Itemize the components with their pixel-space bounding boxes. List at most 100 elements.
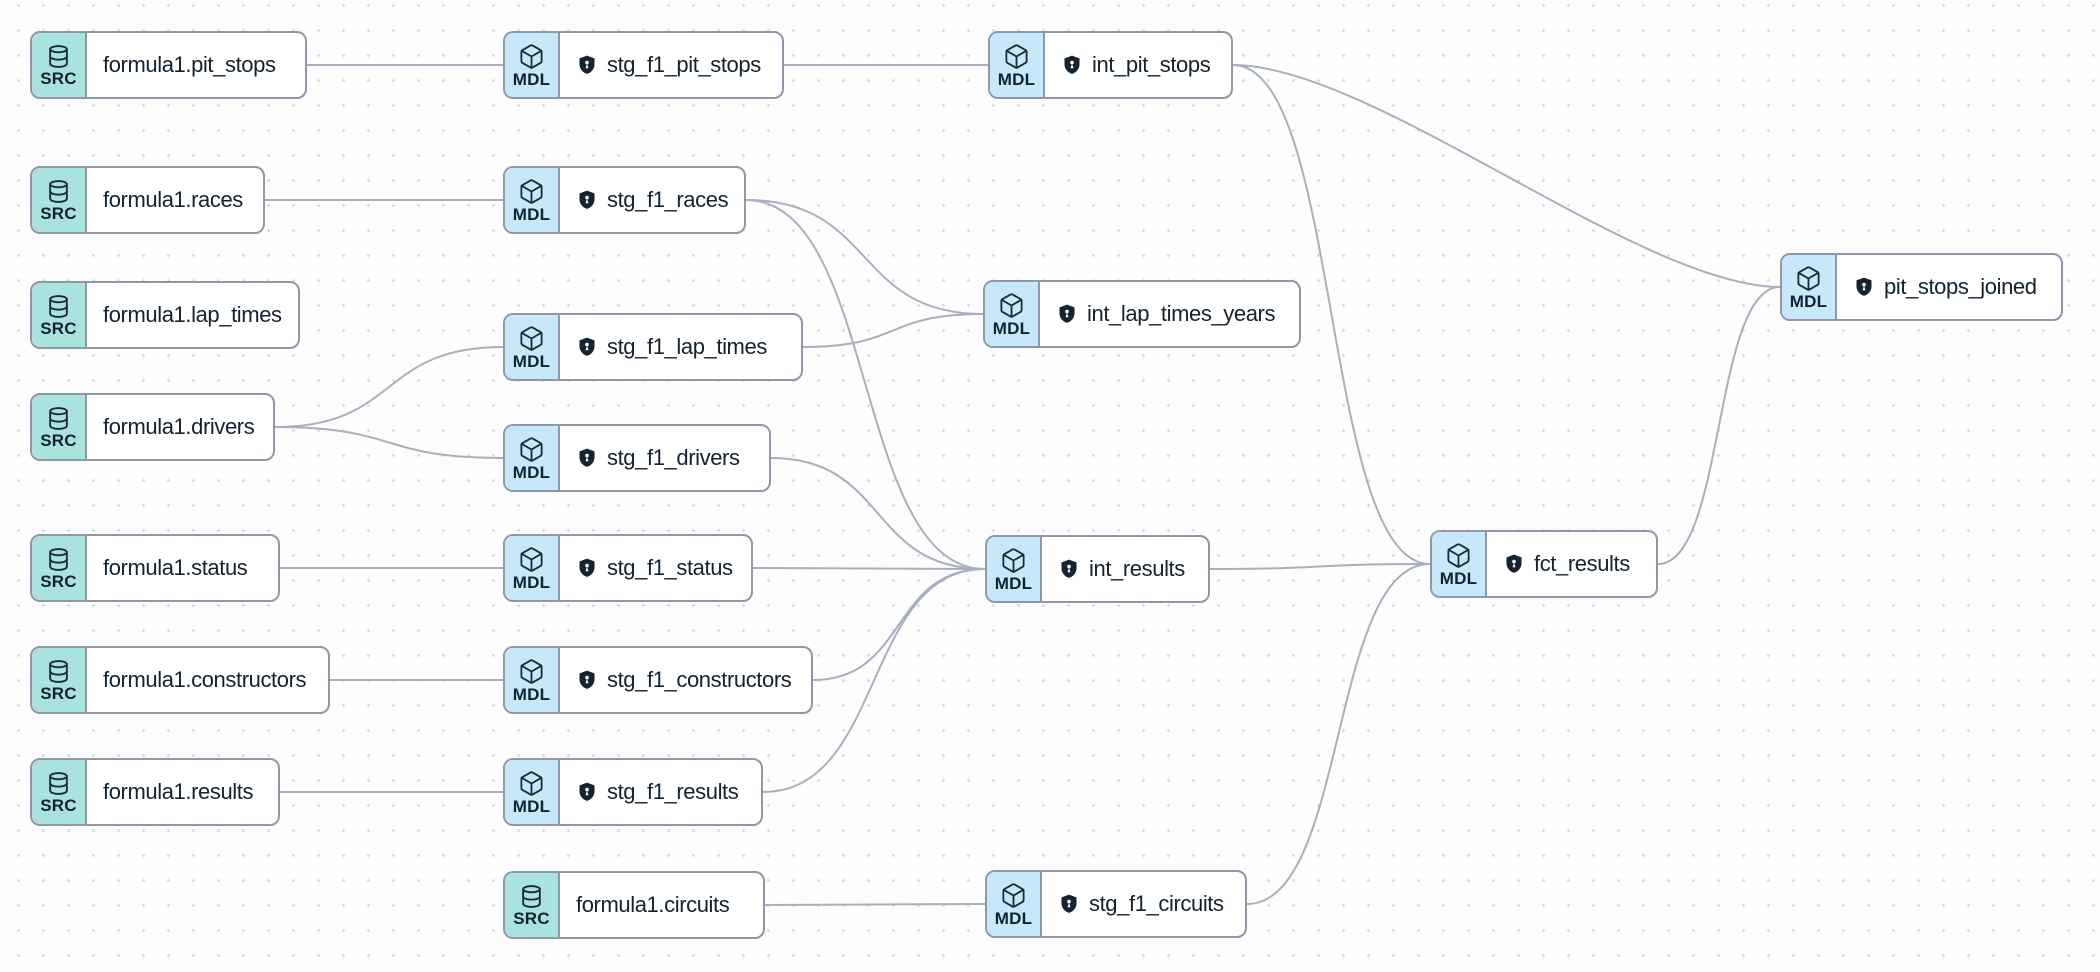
shield-lock-icon	[1503, 553, 1525, 575]
resource-type-label: MDL	[1439, 568, 1478, 588]
resource-type-badge: MDL	[505, 760, 560, 824]
lineage-node-pit_stops_joined[interactable]: MDL pit_stops_joined	[1780, 253, 2063, 321]
cube-icon	[518, 436, 545, 463]
resource-type-badge: SRC	[32, 168, 87, 232]
edge-fct_results-to-pit_stops_joined	[1657, 286, 1781, 565]
node-body: formula1.pit_stops	[87, 33, 305, 97]
edge-src_drivers-to-stg_drivers	[274, 426, 504, 459]
edge-stg_results-to-int_results	[762, 568, 986, 793]
lineage-node-int_results[interactable]: MDL int_results	[985, 535, 1210, 603]
shield-lock-icon	[576, 781, 598, 803]
shield-lock-icon	[1058, 893, 1080, 915]
edge-int_pit_stops-to-fct_results	[1232, 64, 1431, 565]
lineage-node-stg_constructors[interactable]: MDL stg_f1_constructors	[503, 646, 813, 714]
node-label: int_results	[1089, 556, 1185, 581]
lineage-node-stg_results[interactable]: MDL stg_f1_results	[503, 758, 763, 826]
resource-type-label: MDL	[994, 908, 1033, 928]
node-body: formula1.lap_times	[87, 283, 298, 347]
node-label: int_lap_times_years	[1087, 301, 1276, 326]
cube-icon	[518, 658, 545, 685]
lineage-node-src_drivers[interactable]: SRC formula1.drivers	[30, 393, 275, 461]
node-label: fct_results	[1534, 551, 1630, 576]
lineage-node-int_pit_stops[interactable]: MDL int_pit_stops	[988, 31, 1233, 99]
lineage-node-src_results[interactable]: SRC formula1.results	[30, 758, 280, 826]
resource-type-badge: MDL	[990, 33, 1045, 97]
node-body: fct_results	[1487, 532, 1656, 596]
node-body: stg_f1_drivers	[560, 426, 769, 490]
lineage-node-stg_status[interactable]: MDL stg_f1_status	[503, 534, 753, 602]
node-label: formula1.constructors	[103, 667, 307, 692]
cube-icon	[1795, 265, 1822, 292]
database-icon	[46, 659, 71, 684]
resource-type-label: MDL	[512, 572, 551, 592]
lineage-node-src_constructors[interactable]: SRC formula1.constructors	[30, 646, 330, 714]
node-label: stg_f1_circuits	[1089, 891, 1224, 916]
lineage-node-stg_drivers[interactable]: MDL stg_f1_drivers	[503, 424, 771, 492]
lineage-node-src_lap_times[interactable]: SRC formula1.lap_times	[30, 281, 300, 349]
cube-icon	[1003, 43, 1030, 70]
shield-lock-icon	[576, 336, 598, 358]
lineage-node-fct_results[interactable]: MDL fct_results	[1430, 530, 1658, 598]
node-label: stg_f1_status	[607, 555, 733, 580]
shield-lock-icon	[576, 189, 598, 211]
node-body: formula1.results	[87, 760, 278, 824]
resource-type-badge: SRC	[505, 873, 560, 937]
node-body: stg_f1_status	[560, 536, 751, 600]
edge-stg_circuits-to-fct_results	[1246, 563, 1431, 905]
node-body: stg_f1_circuits	[1042, 872, 1245, 936]
resource-type-label: SRC	[40, 571, 77, 591]
shield-lock-icon	[1061, 54, 1083, 76]
node-body: formula1.circuits	[560, 873, 763, 937]
shield-lock-icon	[1058, 558, 1080, 580]
resource-type-badge: SRC	[32, 760, 87, 824]
resource-type-label: MDL	[512, 204, 551, 224]
edge-stg_races-to-int_lap_times_years	[745, 199, 984, 315]
resource-type-label: SRC	[40, 795, 77, 815]
edge-stg_lap_times-to-int_lap_times_years	[802, 313, 984, 348]
edge-stg_drivers-to-int_results	[770, 457, 986, 570]
resource-type-label: SRC	[40, 203, 77, 223]
lineage-node-src_status[interactable]: SRC formula1.status	[30, 534, 280, 602]
node-body: formula1.status	[87, 536, 278, 600]
resource-type-badge: SRC	[32, 536, 87, 600]
lineage-node-stg_races[interactable]: MDL stg_f1_races	[503, 166, 746, 234]
database-icon	[46, 44, 71, 69]
node-label: stg_f1_lap_times	[607, 334, 767, 359]
resource-type-label: MDL	[997, 69, 1036, 89]
lineage-node-stg_lap_times[interactable]: MDL stg_f1_lap_times	[503, 313, 803, 381]
node-label: formula1.races	[103, 187, 243, 212]
resource-type-label: MDL	[994, 573, 1033, 593]
node-label: stg_f1_races	[607, 187, 729, 212]
shield-lock-icon	[1056, 303, 1078, 325]
node-label: stg_f1_constructors	[607, 667, 792, 692]
resource-type-badge: MDL	[505, 168, 560, 232]
lineage-node-stg_pit_stops[interactable]: MDL stg_f1_pit_stops	[503, 31, 784, 99]
resource-type-label: SRC	[40, 68, 77, 88]
cube-icon	[1000, 547, 1027, 574]
resource-type-badge: SRC	[32, 33, 87, 97]
edge-int_results-to-fct_results	[1209, 563, 1431, 570]
node-label: stg_f1_results	[607, 779, 739, 804]
lineage-node-src_pit_stops[interactable]: SRC formula1.pit_stops	[30, 31, 307, 99]
lineage-node-src_circuits[interactable]: SRC formula1.circuits	[503, 871, 765, 939]
database-icon	[46, 771, 71, 796]
node-body: stg_f1_lap_times	[560, 315, 801, 379]
resource-type-label: MDL	[512, 796, 551, 816]
lineage-node-int_lap_times_years[interactable]: MDL int_lap_times_years	[983, 280, 1301, 348]
resource-type-badge: MDL	[505, 426, 560, 490]
resource-type-badge: MDL	[987, 872, 1042, 936]
lineage-node-src_races[interactable]: SRC formula1.races	[30, 166, 265, 234]
lineage-node-stg_circuits[interactable]: MDL stg_f1_circuits	[985, 870, 1247, 938]
resource-type-label: SRC	[513, 908, 550, 928]
resource-type-badge: MDL	[505, 33, 560, 97]
resource-type-badge: MDL	[987, 537, 1042, 601]
node-label: formula1.drivers	[103, 414, 255, 439]
node-body: int_pit_stops	[1045, 33, 1231, 97]
shield-lock-icon	[576, 669, 598, 691]
edge-int_pit_stops-to-pit_stops_joined	[1232, 64, 1781, 288]
resource-type-label: MDL	[512, 684, 551, 704]
resource-type-label: MDL	[512, 69, 551, 89]
edge-stg_status-to-int_results	[752, 567, 986, 570]
